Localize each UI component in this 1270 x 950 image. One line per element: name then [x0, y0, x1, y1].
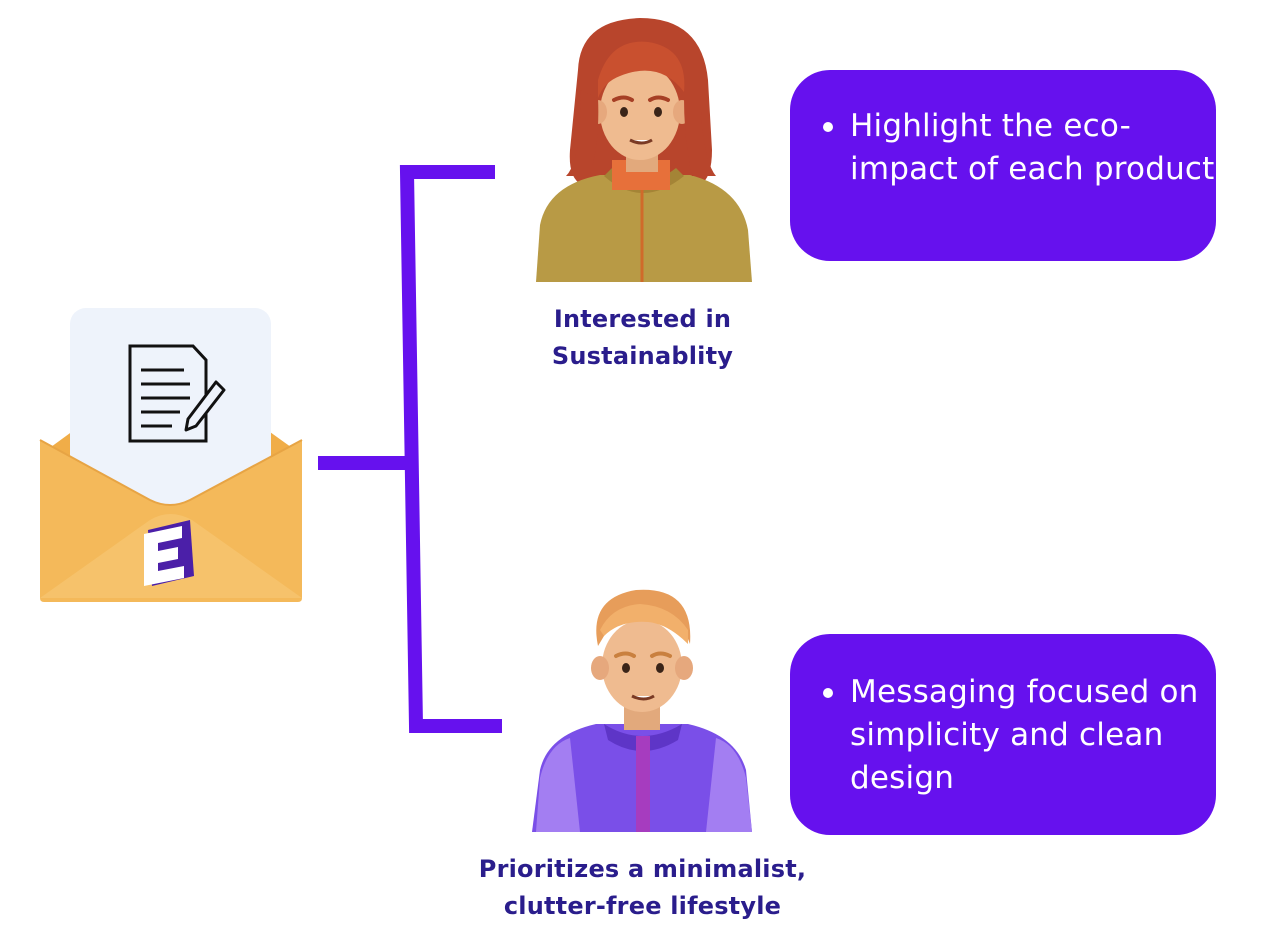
message-card-minimalist: Messaging focused on simplicity and clea…	[790, 634, 1216, 835]
message-bullet: Highlight the eco-impact of each product	[823, 105, 1216, 191]
persona-label-minimalist: Prioritizes a minimalist, clutter-free l…	[478, 855, 807, 920]
message-list: Messaging focused on simplicity and clea…	[790, 671, 1216, 800]
message-bullet: Messaging focused on simplicity and clea…	[823, 671, 1216, 800]
woman-avatar-icon	[536, 18, 752, 282]
persona-label-sustainability: Interested in Sustainablity	[551, 305, 734, 370]
letter-e-logo-icon	[144, 520, 194, 586]
document-edit-icon	[70, 308, 271, 518]
connector-upper-branch	[399, 165, 502, 733]
connector-bracket	[318, 165, 502, 733]
message-card-sustainability: Highlight the eco-impact of each product	[790, 70, 1216, 261]
message-list: Highlight the eco-impact of each product	[790, 105, 1216, 191]
open-envelope-icon	[39, 308, 303, 602]
man-avatar-icon	[532, 589, 752, 832]
